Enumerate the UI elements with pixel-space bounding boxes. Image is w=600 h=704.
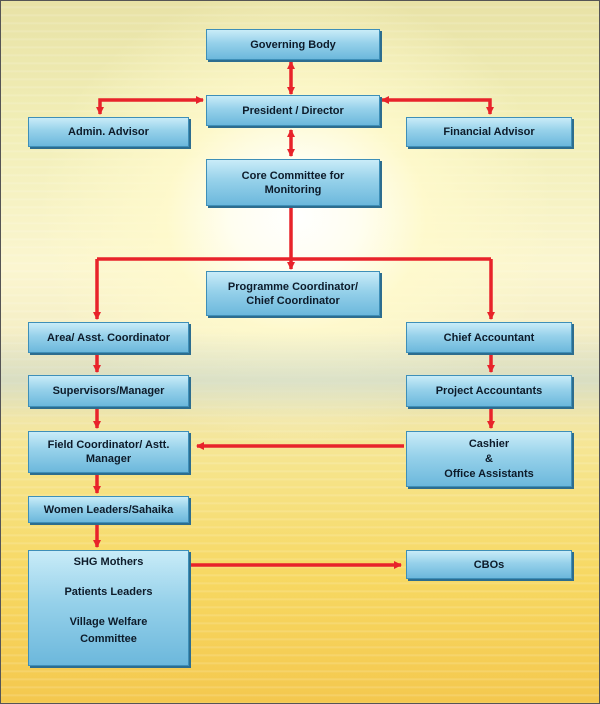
node-label-line1: Field Coordinator/ Astt.: [47, 439, 170, 451]
node-shg: SHG Mothers Patients Leaders Village Wel…: [28, 550, 189, 666]
node-chief-accountant: Chief Accountant: [406, 322, 572, 353]
node-label-line2: Monitoring: [264, 183, 322, 196]
node-label: Supervisors/Manager: [52, 385, 165, 397]
node-label: Financial Advisor: [443, 126, 535, 138]
node-label-line2: Manager: [85, 453, 132, 465]
node-programme-coordinator: Programme Coordinator/ Chief Coordinator: [206, 271, 380, 316]
node-field-coordinator: Field Coordinator/ Astt. Manager: [28, 431, 189, 473]
node-label: Project Accountants: [435, 385, 543, 397]
node-label-line1: Core Committee for: [241, 169, 345, 182]
node-admin-advisor: Admin. Advisor: [28, 117, 189, 147]
node-women-leaders: Women Leaders/Sahaika: [28, 496, 189, 523]
node-label: CBOs: [473, 558, 505, 571]
node-project-accountants: Project Accountants: [406, 375, 572, 407]
node-financial-advisor: Financial Advisor: [406, 117, 572, 147]
node-label-line2: &: [485, 452, 493, 465]
node-label-line1: Cashier: [468, 437, 510, 450]
node-core-committee: Core Committee for Monitoring: [206, 159, 380, 206]
node-cashier: Cashier & Office Assistants: [406, 431, 572, 487]
node-label-line3: Village Welfare: [69, 616, 148, 628]
node-label-line1: SHG Mothers: [73, 556, 144, 568]
node-label: Admin. Advisor: [68, 126, 149, 138]
node-label: Women Leaders/Sahaika: [43, 503, 174, 516]
node-label: Area/ Asst. Coordinator: [46, 331, 171, 344]
node-supervisors: Supervisors/Manager: [28, 375, 189, 407]
node-label-line4: Committee: [80, 633, 137, 645]
node-area-coordinator: Area/ Asst. Coordinator: [28, 322, 189, 353]
node-label: Governing Body: [250, 38, 336, 51]
node-label-line3: Office Assistants: [444, 467, 534, 480]
arrow-president-admin: [96, 96, 204, 115]
node-label-line2: Patients Leaders: [64, 586, 153, 598]
node-label-line2: Chief Coordinator: [246, 294, 340, 307]
node-cbos: CBOs: [406, 550, 572, 579]
node-label: Chief Accountant: [443, 331, 535, 344]
node-label: President / Director: [242, 104, 344, 117]
node-governing-body: Governing Body: [206, 29, 380, 60]
arrow-president-financial: [381, 96, 494, 115]
node-label-line1: Programme Coordinator/: [227, 280, 359, 293]
node-president: President / Director: [206, 95, 380, 126]
